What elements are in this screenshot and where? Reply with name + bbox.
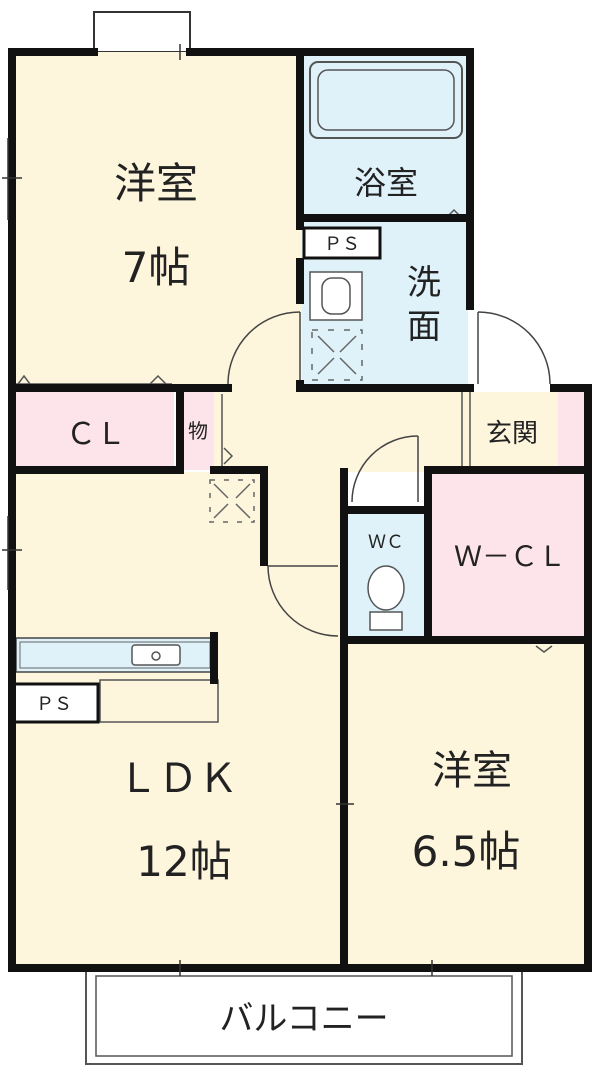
label-western-north-size: 7帖 — [122, 243, 191, 292]
label-western-south-name: 洋室 — [432, 748, 512, 794]
ps-top-box — [302, 226, 382, 260]
room-western-south — [348, 640, 588, 968]
drain — [151, 651, 161, 661]
label-washroom-2: 面 — [407, 307, 441, 347]
washer-arrows — [317, 335, 357, 375]
ldk-vent-arrows — [213, 483, 251, 519]
north-window-box — [93, 11, 191, 53]
window-ticks — [2, 44, 433, 976]
room-western-north — [12, 52, 302, 388]
label-balcony: バルコニー — [219, 999, 388, 1039]
hall-top-right — [468, 52, 588, 388]
label-bath: 浴室 — [354, 164, 418, 202]
bathtub-inner — [317, 69, 455, 131]
entrance-closet — [558, 392, 588, 470]
toilet-bowl — [367, 565, 405, 611]
label-ps-kitchen: ＰＳ — [36, 694, 72, 715]
label-ldk-name: ＬＤＫ — [118, 756, 238, 802]
toilet-tank — [369, 611, 403, 631]
room-entrance — [470, 392, 558, 470]
balcony-inner — [95, 975, 513, 1057]
kitchen-counter-inner — [19, 641, 211, 669]
label-entrance: 玄関 — [486, 419, 538, 449]
walls — [8, 48, 592, 972]
label-closet: ＣＬ — [66, 417, 126, 452]
room-storage-small — [180, 392, 214, 470]
room-closet — [12, 390, 174, 470]
sink — [131, 644, 181, 666]
room-walk-in-closet — [428, 472, 588, 636]
label-wc: ＷＣ — [368, 532, 404, 553]
label-washroom-1: 洗 — [407, 263, 441, 303]
label-walk-in-closet: Ｗ－ＣＬ — [454, 540, 566, 573]
label-ps-top: ＰＳ — [324, 234, 360, 255]
label-western-north-name: 洋室 — [114, 159, 198, 208]
label-ldk-size: 12帖 — [136, 837, 231, 886]
wash-basin-inner — [321, 277, 351, 315]
door-swings — [227, 311, 551, 637]
label-western-south-size: 6.5帖 — [412, 827, 521, 876]
label-storage-small: 物 — [188, 419, 208, 443]
kitchen-back — [99, 679, 219, 723]
